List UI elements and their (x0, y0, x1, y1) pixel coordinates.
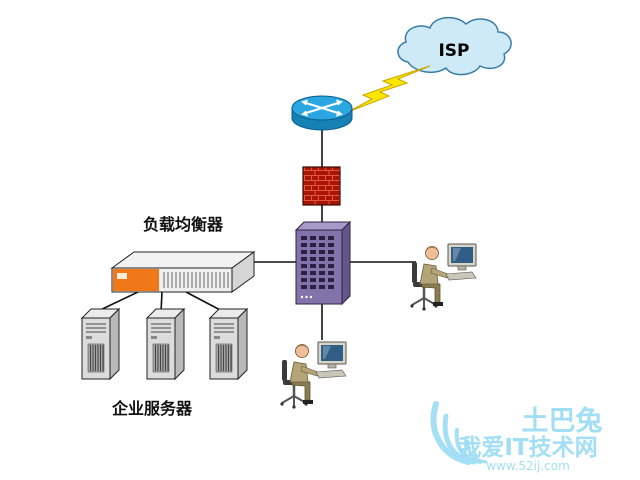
watermark-wing-icon (430, 401, 488, 465)
watermark: 土巴兔 我爱IT技术网 www.52ij.com (430, 401, 603, 473)
router-icon (291, 95, 353, 131)
workstation-right-icon (409, 242, 478, 312)
load-balancer-icon (110, 251, 256, 293)
connection-lines (95, 130, 416, 340)
watermark-site-name: 我爱IT技术网 (458, 435, 597, 461)
workstation-bottom-icon (279, 340, 348, 410)
firewall-icon (302, 166, 341, 206)
load-balancer-logo (117, 273, 127, 279)
watermark-brand: 土巴兔 (522, 406, 603, 437)
watermark-url: www.52ij.com (486, 459, 570, 473)
server-tower-icon-1 (81, 308, 120, 380)
link-lb-server-3 (185, 291, 225, 313)
load-balancer-vents (163, 272, 229, 288)
switch-icon (294, 220, 352, 306)
lightning-icon (347, 65, 431, 113)
switch-leds (300, 295, 313, 299)
server-tower-icon-3 (209, 308, 248, 380)
switch-ports (301, 236, 334, 289)
load-balancer-label: 负载均衡器 (143, 215, 224, 234)
load-balancer-faceplate (113, 269, 159, 291)
isp-cloud-icon: ISP (397, 16, 512, 76)
servers-label: 企业服务器 (111, 399, 193, 418)
server-tower-icon-2 (146, 308, 185, 380)
isp-label: ISP (438, 41, 469, 61)
router-arrows (305, 101, 339, 115)
router-arrowheads (301, 99, 343, 117)
